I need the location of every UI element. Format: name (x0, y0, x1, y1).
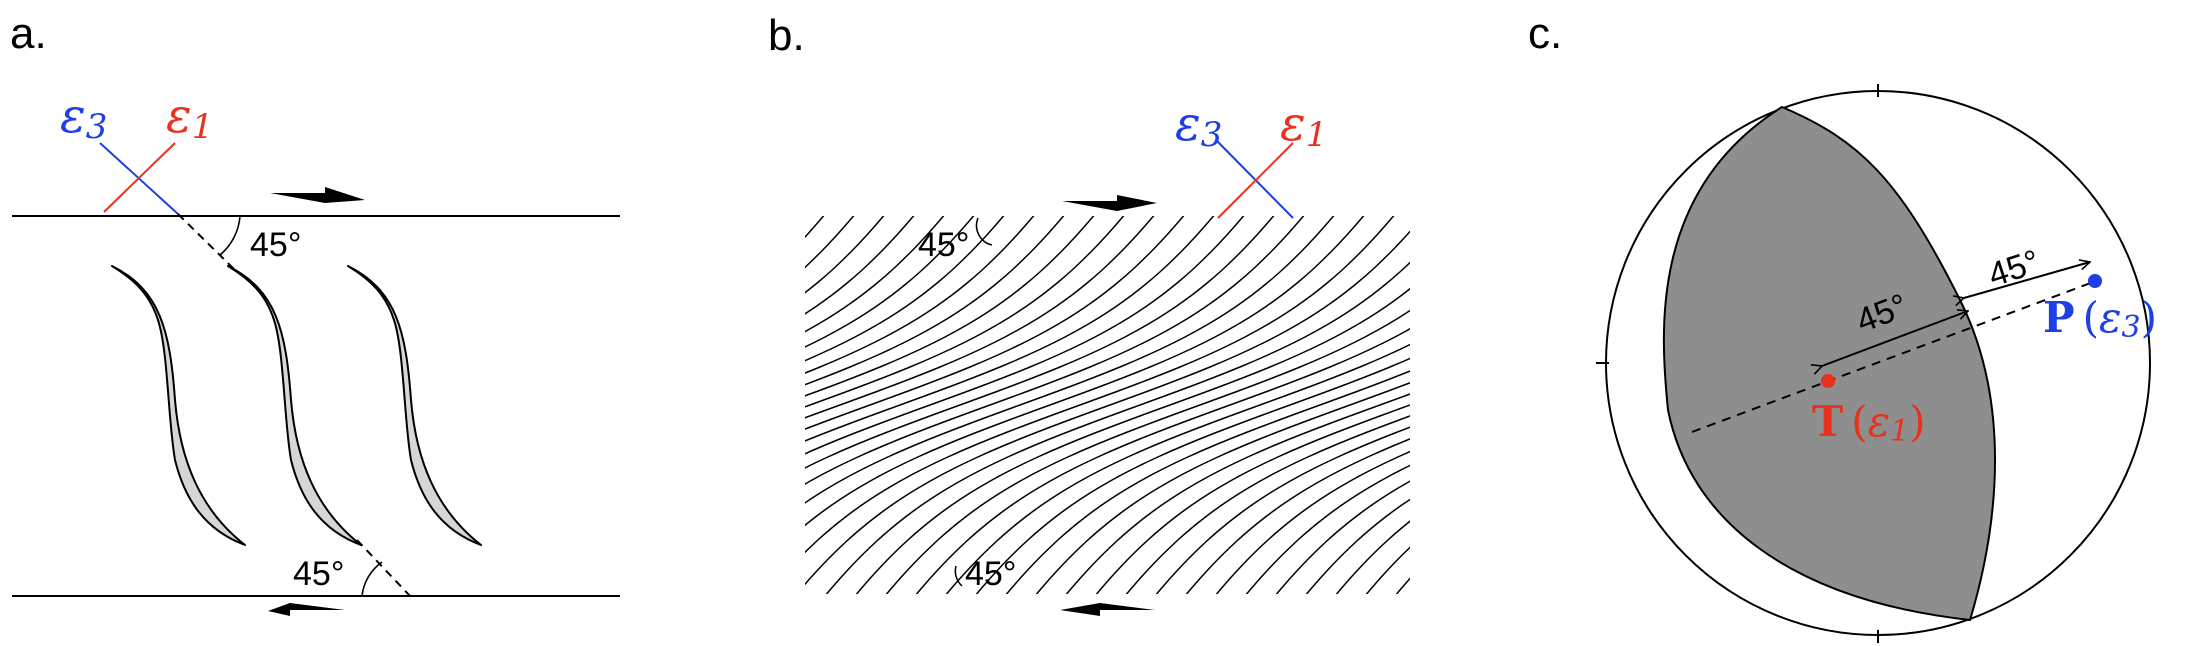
foliation-line (1005, 370, 1410, 594)
foliation-line (805, 216, 1365, 527)
panel-c: c. 45° 45° T(ε1) P(ε3) (1528, 9, 2157, 643)
e1-label-b: ε1 (1280, 96, 1327, 155)
foliation-line (885, 309, 1410, 594)
foliation-line (805, 216, 1245, 455)
tension-gash-2 (227, 265, 362, 546)
p-axis-point (2088, 274, 2102, 288)
e3-label-b: ε3 (1175, 96, 1222, 155)
angle-arrow-2 (1964, 262, 2090, 298)
foliation-line (945, 343, 1410, 594)
foliation-line (805, 216, 1125, 408)
foliation-line (805, 216, 1065, 386)
e1-label: ε1 (166, 88, 213, 147)
angle-label-top-b: 45° (918, 226, 969, 264)
foliation-line (46, 211, 678, 595)
top-shear-arrow (270, 187, 365, 203)
e1-axis-b (1217, 142, 1294, 219)
tension-gash-3 (347, 265, 482, 546)
foliation-line (1095, 404, 1410, 594)
tension-gash-1 (111, 265, 246, 546)
foliation-line (1305, 498, 1410, 594)
foliation-line (805, 216, 1335, 504)
foliation-line (805, 230, 1410, 586)
e3-label: ε3 (60, 88, 107, 147)
angle-label-bottom-b: 45° (965, 555, 1016, 593)
foliation-line (805, 216, 885, 294)
panel-b: b. ε3 ε1 45° 45° (0, 11, 1410, 616)
foliation-line (1245, 464, 1410, 594)
angle-arc-bottom (361, 561, 383, 597)
foliation-line (1155, 426, 1410, 594)
panel-a-label: a. (10, 9, 47, 58)
foliation-line (805, 216, 1305, 485)
foliation-line (805, 216, 1185, 430)
foliation-line (805, 216, 1395, 554)
foliation-line (1185, 438, 1410, 594)
angle-arc-bottom-b (954, 565, 963, 587)
foliation-line (1065, 393, 1410, 594)
panel-a: a. ε3 ε1 45° 45° (10, 9, 620, 616)
foliation-line (1035, 381, 1410, 594)
foliation-lines (0, 211, 1410, 595)
tension-gashes (111, 265, 482, 546)
foliation-line (0, 211, 618, 595)
e1-axis (103, 142, 176, 213)
foliation-line (1275, 480, 1410, 594)
foliation-line (805, 216, 1155, 419)
p-axis-label: P(ε3) (2043, 293, 2157, 345)
angle-label-bottom: 45° (293, 555, 344, 593)
bottom-shear-arrow-b (1060, 603, 1155, 616)
foliation-line (805, 216, 855, 269)
gash-trend-dashed-bottom (356, 539, 411, 597)
foliation-line (1215, 450, 1410, 594)
e3-axis-b (1215, 139, 1294, 219)
foliation-line (915, 327, 1410, 594)
foliation-line (805, 216, 1275, 469)
foliation-line (975, 357, 1410, 594)
foliation-line (805, 216, 1035, 374)
foliation-line (805, 216, 915, 315)
foliation-line (805, 216, 975, 348)
bottom-shear-arrow (268, 603, 345, 616)
foliation-line (805, 216, 945, 333)
foliation-line (166, 211, 798, 595)
panel-c-label: c. (1528, 9, 1562, 58)
angle-arc-top (219, 215, 241, 256)
angle-label-top: 45° (250, 226, 301, 264)
foliation-line (855, 287, 1410, 594)
t-axis-label: T(ε1) (1812, 397, 1926, 449)
foliation-line (106, 211, 738, 595)
foliation-line (1125, 415, 1410, 594)
angle-arrow-1 (1822, 311, 1968, 366)
panel-b-label: b. (768, 11, 805, 60)
gash-trend-dashed-top (177, 213, 236, 271)
foliation-line (805, 216, 1215, 442)
foliation-line (825, 261, 1410, 594)
foliation-line (805, 216, 1005, 362)
foliation-line (805, 216, 1095, 397)
angle-arc-top-b (975, 217, 993, 246)
top-shear-arrow-b (1062, 195, 1157, 211)
t-axis-point (1821, 374, 1835, 388)
foliation-line (1335, 520, 1410, 594)
foliation-line (16, 211, 648, 595)
